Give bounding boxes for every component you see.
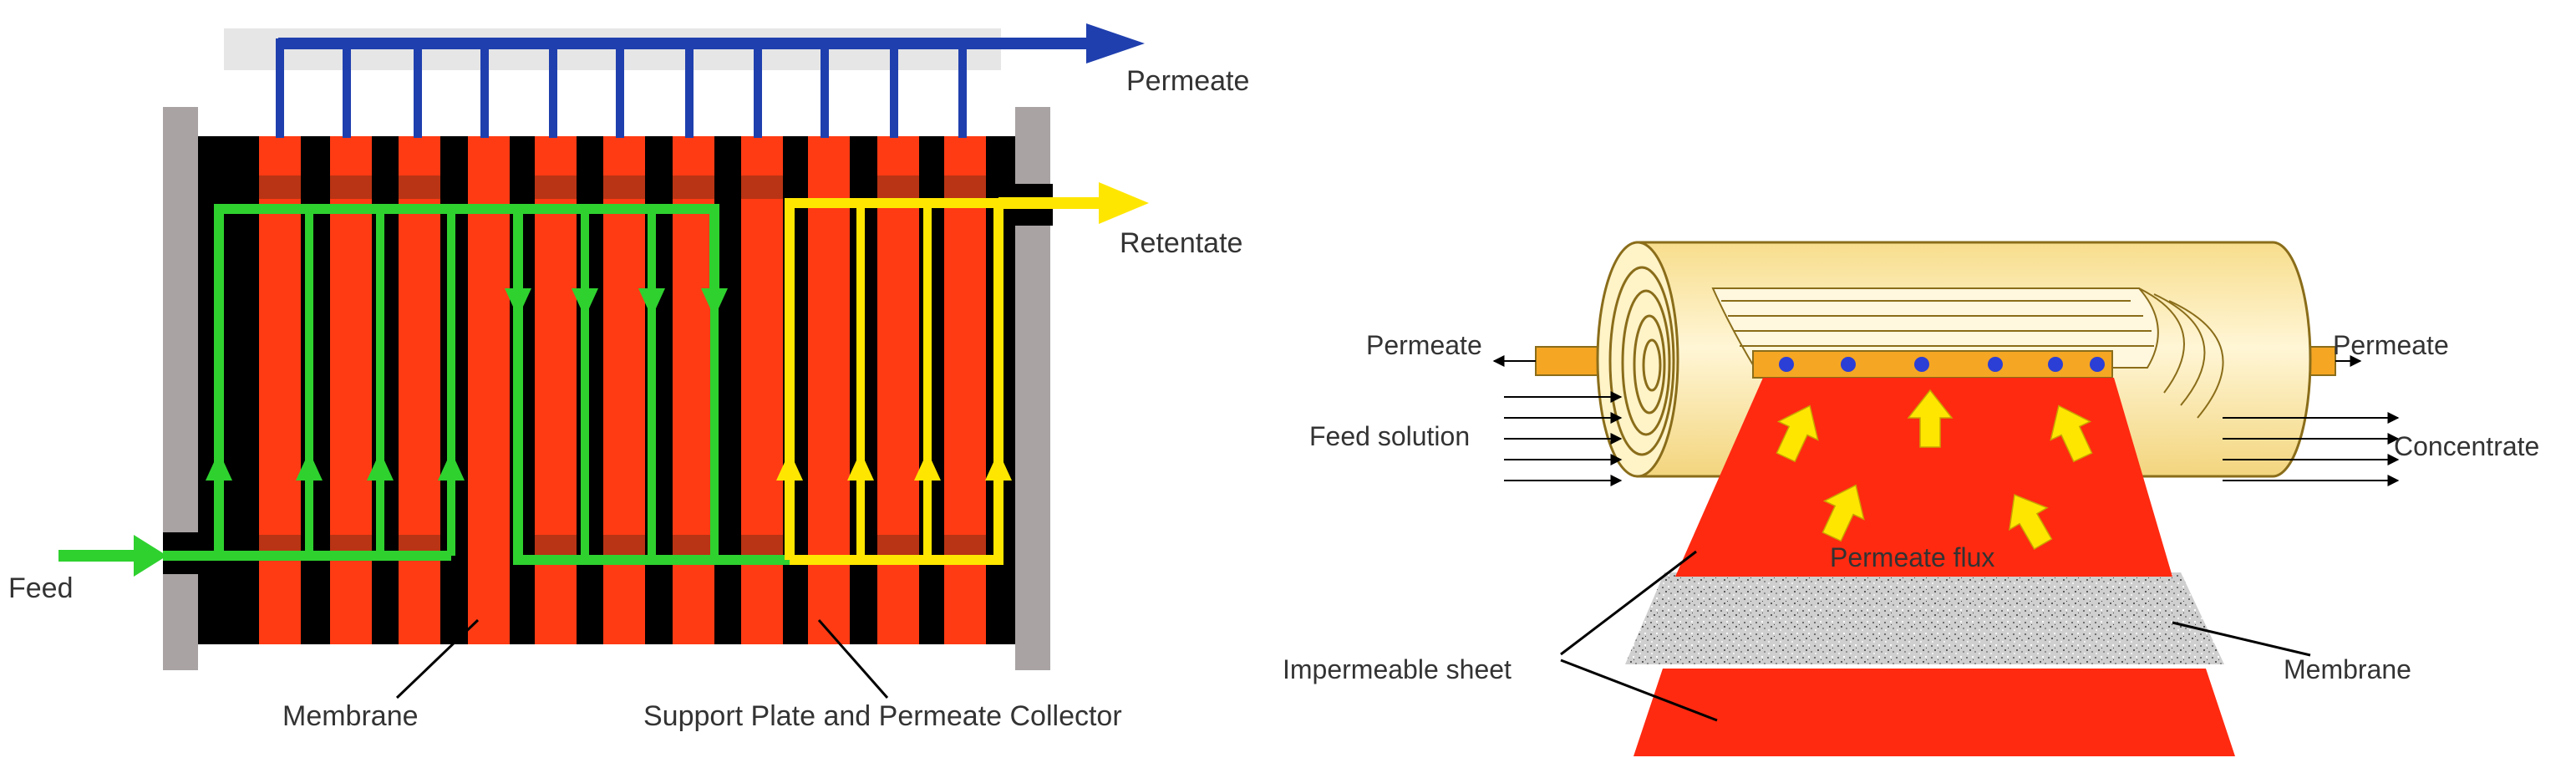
leader-support-plate [817, 619, 889, 699]
label-permeate-right: Permeate [2333, 330, 2449, 360]
leader-membrane-left [395, 618, 480, 699]
roll-cutaway [1711, 287, 2159, 369]
plate-band-top [330, 175, 372, 199]
plate-band-bottom [877, 535, 919, 558]
flux-arrow-shape [1821, 484, 1865, 542]
plate-band-top [944, 175, 986, 199]
green-down-arrowhead [638, 288, 665, 318]
support-plate [944, 136, 986, 644]
label-impermeable-sheet: Impermeable sheet [1283, 654, 1512, 684]
plate-band-top [877, 175, 919, 199]
tube-hole [1914, 357, 1929, 372]
plate-band-bottom [603, 535, 645, 558]
leader-impermeable-bottom [1560, 659, 1718, 722]
green-bottom-2 [513, 209, 790, 565]
flux-arrow [1821, 484, 1865, 542]
label-feed: Feed [8, 572, 74, 604]
green-down-arrowhead [572, 288, 598, 318]
plate-frame-module [58, 23, 1149, 670]
tube-hole [2048, 357, 2063, 372]
label-membrane-right: Membrane [2284, 654, 2411, 684]
feed-arrowhead [134, 535, 167, 577]
roll-wind-lines [1721, 287, 2224, 419]
plate-band-top [603, 175, 645, 199]
membrane-plate [808, 136, 850, 644]
green-up-arrowhead [367, 451, 394, 481]
plate-band-top [399, 175, 440, 199]
flow-paths [58, 182, 1149, 577]
plate-band-top [741, 175, 783, 199]
label-concentrate: Concentrate [2394, 431, 2539, 461]
permeate-arrowhead [1086, 23, 1145, 64]
leader-membrane-right [2172, 621, 2311, 657]
yellow-up-arrowhead [914, 451, 941, 481]
label-feed-solution: Feed solution [1309, 421, 1470, 451]
yellow-up-arrowhead [985, 451, 1012, 481]
permeate-flux-arrows [1776, 389, 2093, 551]
flux-arrow-shape [2050, 404, 2093, 463]
label-retentate: Retentate [1120, 227, 1242, 259]
plate-band-bottom [741, 535, 783, 558]
support-plate [741, 136, 783, 644]
plate-band-bottom [944, 535, 986, 558]
leader-impermeable-top [1560, 550, 1697, 656]
label-permeate-flux: Permeate flux [1830, 542, 1994, 572]
flux-arrow-shape [2009, 494, 2053, 551]
label-permeate-left: Permeate [1366, 330, 1482, 360]
green-up-arrowhead [206, 451, 232, 481]
flux-arrow-shape [1907, 389, 1954, 448]
flux-arrow-shape [1776, 404, 1819, 463]
membrane-layer [1625, 572, 2224, 664]
yellow-up-arrowhead [776, 451, 803, 481]
flux-arrow [2050, 404, 2093, 463]
tube-hole [1988, 357, 2003, 372]
retentate-arrowhead [1099, 182, 1149, 224]
membrane-plate [468, 136, 510, 644]
flux-arrow [2009, 494, 2053, 551]
concentrate-arrows [2223, 412, 2400, 486]
label-permeate: Permeate [1126, 65, 1249, 97]
flux-arrow [1776, 404, 1819, 463]
support-plate [877, 136, 919, 644]
flux-arrow [1907, 389, 1954, 448]
impermeable-sheet-bottom [1633, 669, 2235, 756]
label-membrane-left: Membrane [282, 700, 419, 732]
plate-band-top [259, 175, 301, 199]
plate-band-bottom [673, 535, 714, 558]
feed-arrows [1504, 391, 1623, 486]
roll-end-face [1596, 241, 1679, 478]
plate-band-top [535, 175, 577, 199]
tube-hole [2090, 357, 2105, 372]
label-support-plate: Support Plate and Permeate Collector [643, 700, 1122, 732]
spiral-wound-module [1492, 241, 2400, 756]
yellow-up-arrowhead [847, 451, 874, 481]
green-up-arrowhead [296, 451, 323, 481]
tube-hole [1779, 357, 1794, 372]
plate-band-top [673, 175, 714, 199]
tube-holes [1779, 357, 2105, 372]
plate-band-bottom [535, 535, 577, 558]
tube-hole [1841, 357, 1856, 372]
green-up-arrowhead [438, 451, 465, 481]
permeate-manifold [276, 23, 1145, 138]
end-plate-left [163, 107, 198, 670]
green-down-arrowhead [701, 288, 728, 318]
